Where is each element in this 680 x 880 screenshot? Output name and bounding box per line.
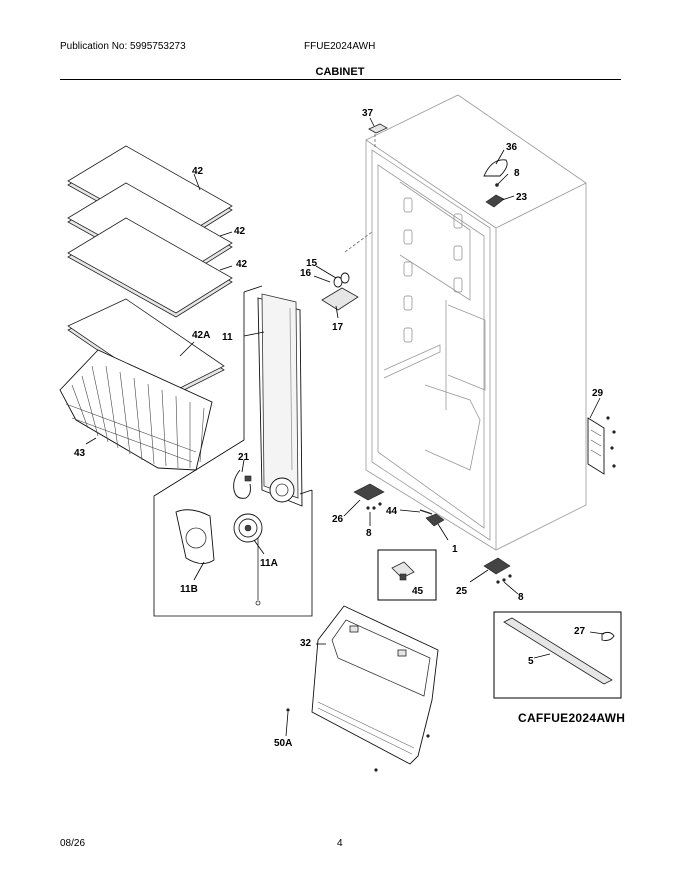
part-29-rear-bracket (587, 416, 616, 475)
callout-8: 8 (366, 528, 372, 539)
detail-inset (153, 285, 313, 617)
part-32-kickplate (286, 605, 439, 772)
part-11b-fan-shroud (175, 509, 215, 564)
part-11a-fan-motor (233, 513, 263, 606)
callout-36: 36 (506, 142, 518, 153)
callout-44: 44 (386, 506, 398, 517)
leader-lines (85, 117, 605, 737)
callout-1: 1 (452, 544, 458, 555)
callout-45: 45 (412, 586, 424, 597)
callout-16: 16 (300, 268, 312, 279)
callout-17: 17 (332, 322, 344, 333)
part-26-lower-hinge (353, 483, 385, 510)
callout-11a: 11A (260, 558, 278, 569)
callout-8: 8 (518, 592, 524, 603)
callout-23: 23 (516, 192, 528, 203)
part-42-shelf-bottom (67, 217, 233, 318)
part-44-screw (419, 509, 433, 515)
part-25-lower-hinge (483, 557, 512, 584)
callout-27: 27 (574, 626, 586, 637)
diagram-code: CAFFUE2024AWH (518, 711, 625, 725)
part-21-wire-harness (233, 469, 252, 499)
callout-5: 5 (528, 656, 534, 667)
detail-inset-45 (377, 549, 437, 601)
callout-26: 26 (332, 514, 344, 525)
callout-25: 25 (456, 586, 468, 597)
cabinet-body (344, 94, 587, 551)
callout-43: 43 (74, 448, 86, 459)
part-15-16-control-knob (333, 272, 350, 288)
callout-42a: 42A (192, 330, 210, 341)
callout-15: 15 (306, 258, 318, 269)
callout-37: 37 (362, 108, 374, 119)
part-23-top-hinge (485, 183, 505, 208)
callout-42: 42 (236, 259, 248, 270)
header-rule (60, 79, 621, 80)
callout-42: 42 (234, 226, 246, 237)
callout-11b: 11B (180, 584, 198, 595)
part-43-wire-basket (59, 349, 213, 471)
callout-50a: 50A (274, 738, 292, 749)
part-11-evaporator-cover (257, 293, 303, 507)
publication-number: Publication No: 5995753273 (60, 41, 186, 52)
callout-32: 32 (300, 638, 312, 649)
model-number: FFUE2024AWH (304, 41, 376, 52)
callout-29: 29 (592, 388, 604, 399)
part-36-hinge-cover (483, 159, 508, 177)
part-17-control-housing (321, 287, 359, 311)
part-1-leveling-foot (425, 513, 445, 527)
callout-labels: 37 36 8 23 42 42 42 15 16 17 42A 11 29 4… (74, 108, 625, 749)
callout-11: 11 (222, 332, 233, 343)
callout-8: 8 (514, 168, 520, 179)
callout-21: 21 (238, 452, 250, 463)
page-number: 4 (337, 838, 343, 849)
part-37-top-cap (368, 123, 388, 134)
callout-42: 42 (192, 166, 204, 177)
detail-inset-trim (493, 611, 622, 699)
section-title: CABINET (315, 66, 365, 78)
footer-date: 08/26 (60, 838, 86, 849)
